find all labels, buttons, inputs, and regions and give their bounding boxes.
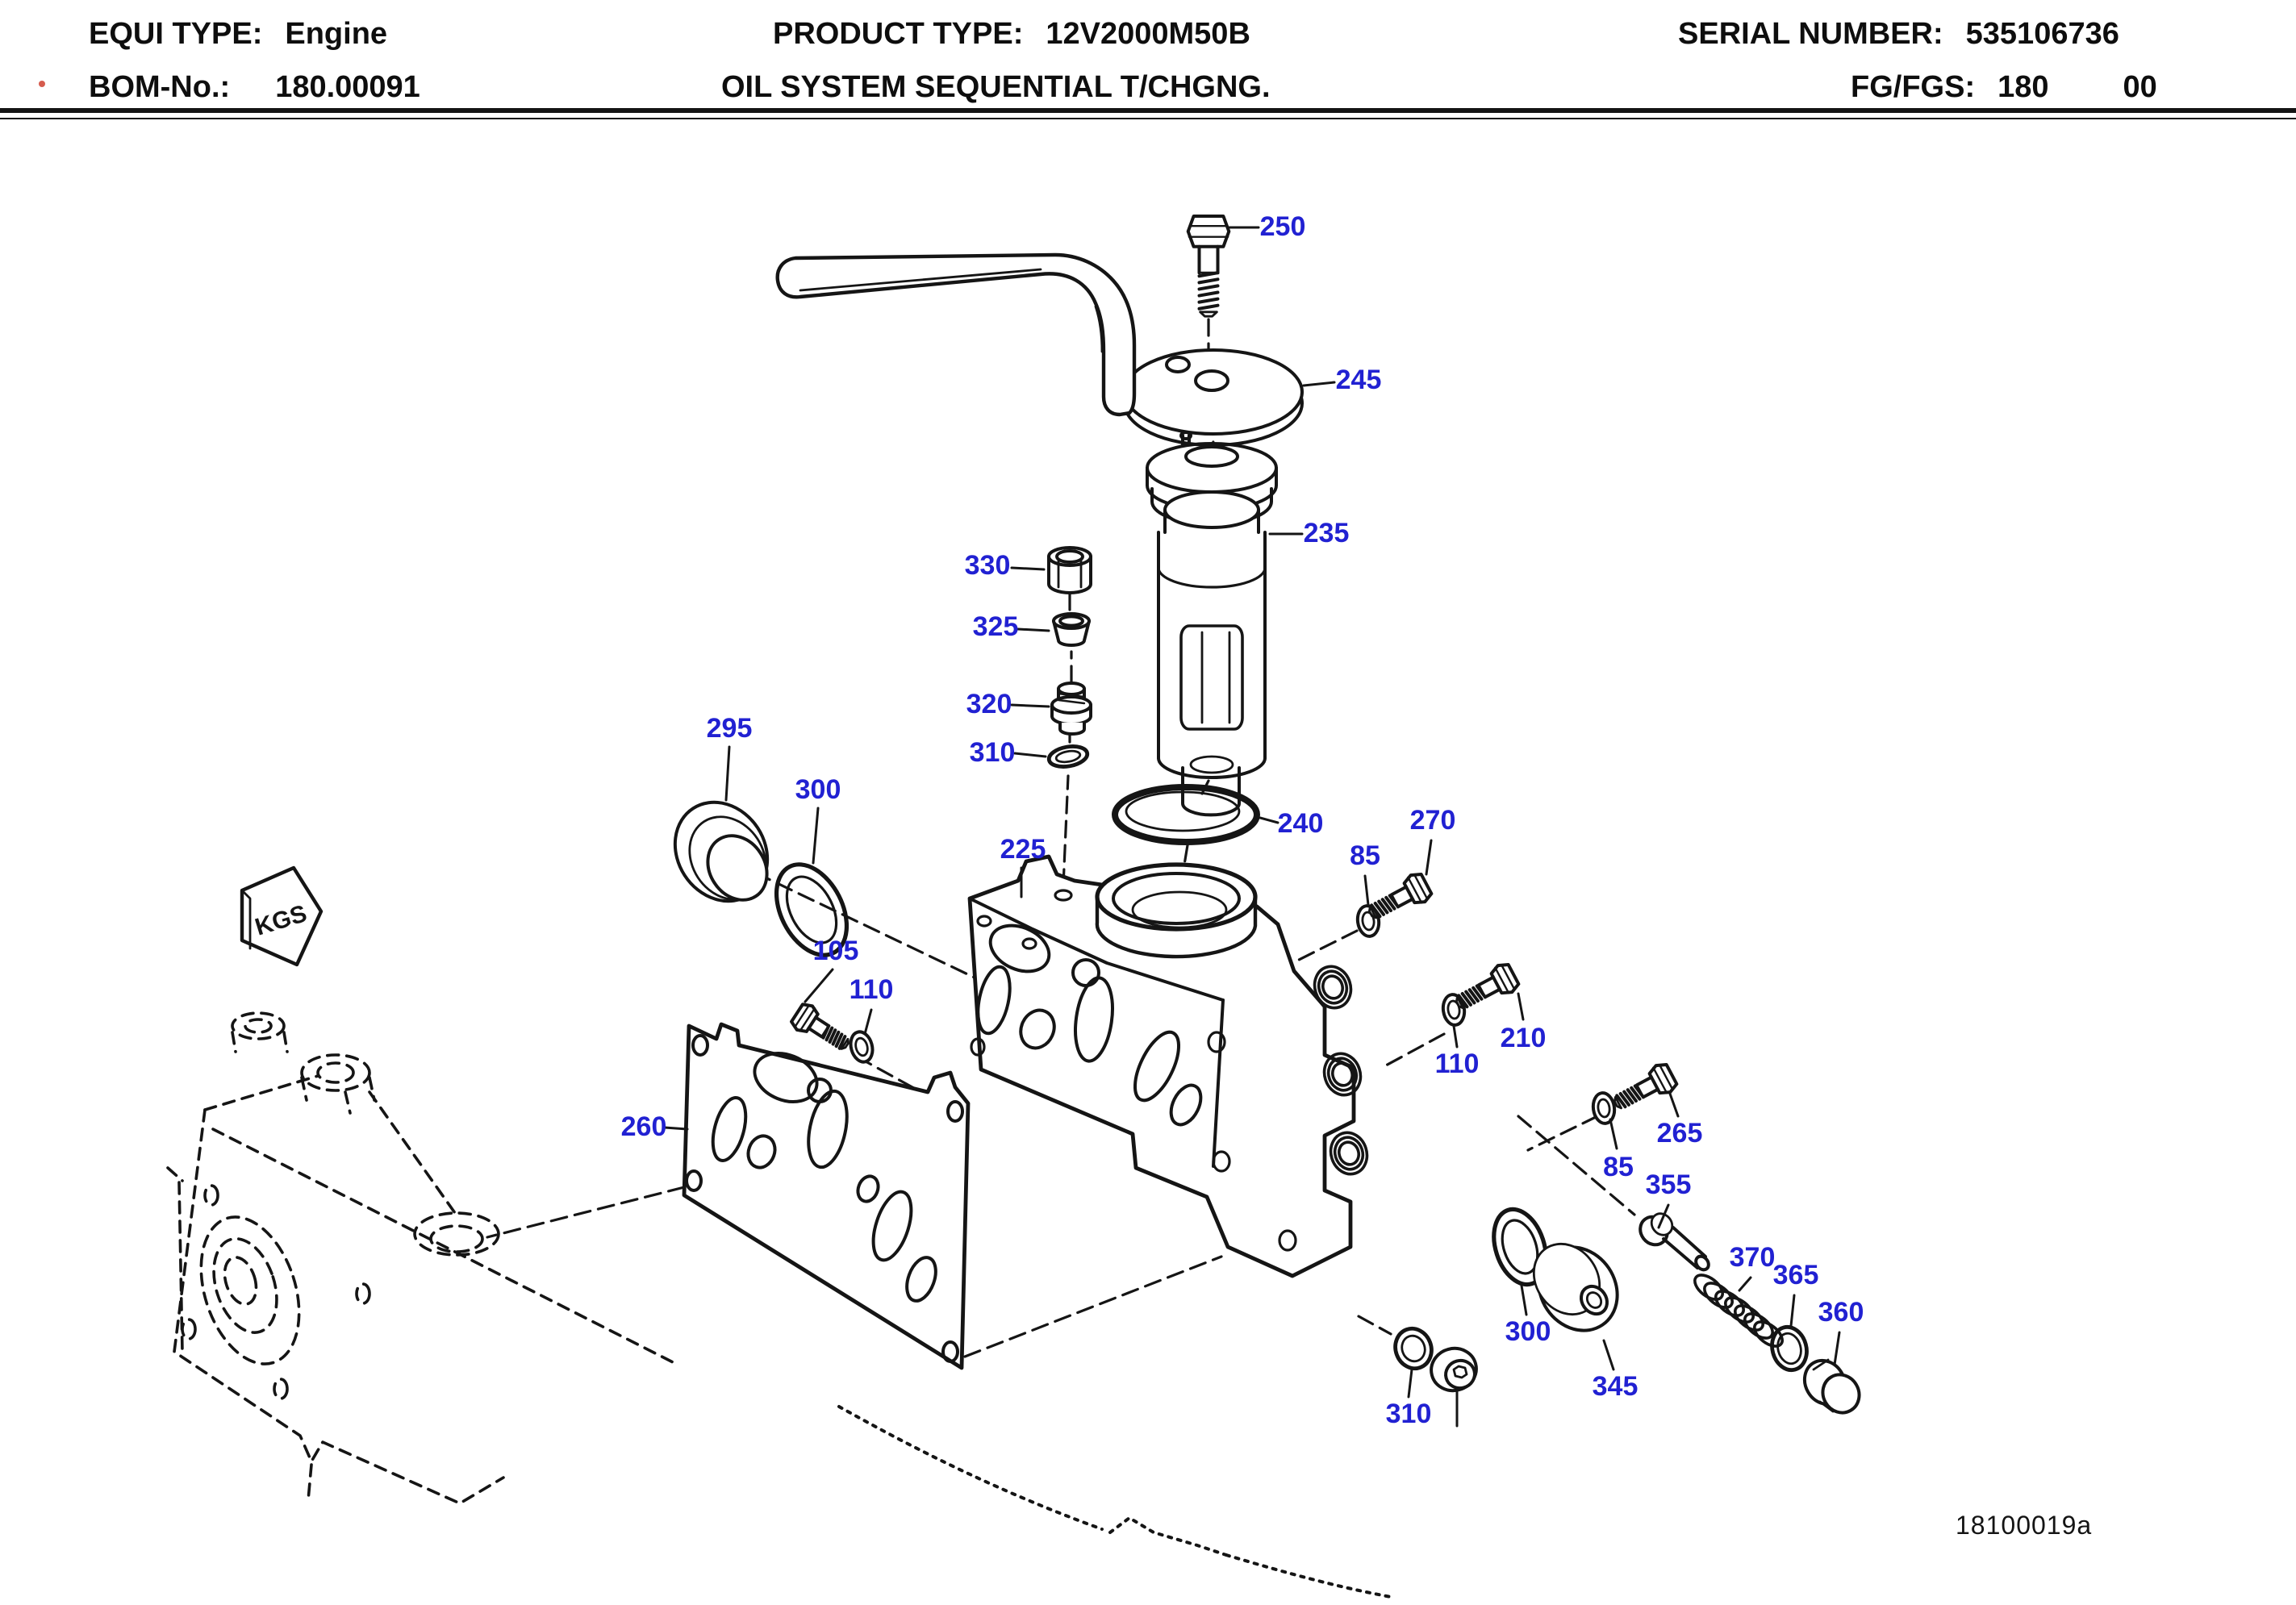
part-label-260: 260	[620, 1111, 667, 1142]
part-label-325: 325	[972, 611, 1019, 642]
engine-housing-dotted-contours	[839, 1407, 1391, 1597]
part-label-210: 210	[1500, 1023, 1547, 1053]
seal-ring-300-bottom	[1485, 1203, 1555, 1291]
part-label-85: 85	[1350, 840, 1380, 871]
assembly-axis-lines	[487, 319, 1634, 1357]
valve-screw-355	[1634, 1210, 1711, 1273]
product-type-value: 12V2000M50B	[1046, 18, 1250, 52]
plug-360	[1797, 1353, 1866, 1419]
bom-label: BOM-No.:	[89, 71, 231, 105]
fitting-320	[1052, 683, 1091, 734]
product-type: PRODUCT TYPE: 12V2000M50B	[773, 18, 1250, 53]
part-label-330: 330	[964, 550, 1011, 581]
o-ring-310-top	[1047, 744, 1088, 769]
bom-value: 180.00091	[275, 71, 420, 105]
equi-type-value: Engine	[285, 18, 388, 52]
part-label-110: 110	[849, 974, 894, 1005]
valve-body-225	[970, 857, 1372, 1276]
washer-85-upper	[1354, 903, 1383, 940]
page-title: OIL SYSTEM SEQUENTIAL T/CHGNG.	[721, 71, 1271, 105]
holder-lever-245	[778, 255, 1302, 445]
bolt-265	[1607, 1059, 1680, 1119]
serial-number: SERIAL NUMBER: 535106736	[1678, 18, 2119, 53]
header-rule-thin	[0, 118, 2296, 119]
part-label-85: 85	[1603, 1152, 1634, 1182]
part-label-235: 235	[1303, 518, 1350, 548]
part-label-240: 240	[1277, 808, 1324, 839]
fg-value: 180	[1998, 71, 2049, 105]
product-type-label: PRODUCT TYPE:	[773, 18, 1024, 52]
fg-label: FG/FGS:	[1851, 71, 1976, 105]
part-label-265: 265	[1656, 1118, 1703, 1149]
part-label-310: 310	[1385, 1399, 1432, 1429]
scan-artifact-dot	[39, 81, 45, 87]
part-label-300: 300	[1505, 1316, 1551, 1347]
seal-ring-300-left	[762, 853, 861, 966]
equi-type-label: EQUI TYPE:	[89, 18, 263, 52]
gasket-260	[684, 1024, 968, 1368]
fgs-value: 00	[2123, 71, 2157, 105]
part-label-110: 110	[1434, 1048, 1480, 1079]
part-label-370: 370	[1729, 1242, 1776, 1273]
part-label-365: 365	[1772, 1260, 1819, 1290]
washer-110-left	[845, 1028, 878, 1066]
part-label-250: 250	[1259, 211, 1306, 242]
part-label-310: 310	[969, 737, 1016, 768]
part-label-345: 345	[1592, 1371, 1639, 1402]
part-label-295: 295	[706, 713, 753, 744]
part-label-270: 270	[1409, 805, 1456, 836]
o-ring-240	[1115, 787, 1257, 842]
part-label-300: 300	[795, 774, 841, 805]
serial-number-label: SERIAL NUMBER:	[1678, 18, 1943, 52]
bolt-105	[787, 999, 856, 1059]
nut-330	[1049, 548, 1091, 593]
spring-370	[1690, 1270, 1786, 1351]
equi-type: EQUI TYPE: Engine	[89, 18, 387, 53]
seal-325	[1054, 614, 1089, 645]
socket-plug-bottom	[1426, 1344, 1481, 1396]
fg-fgs: FG/FGS: 180 00	[1851, 71, 2157, 106]
engine-housing-dashed	[168, 1013, 678, 1503]
plug-345	[1521, 1232, 1634, 1346]
kgs-arrow	[242, 868, 321, 965]
part-label-355: 355	[1645, 1169, 1692, 1200]
drawing-number: 18100019a	[1956, 1513, 2093, 1540]
washer-85-lower	[1589, 1090, 1618, 1127]
ring-365	[1768, 1323, 1812, 1374]
plug-295	[657, 785, 786, 919]
bolt-250	[1188, 216, 1229, 316]
part-label-360: 360	[1818, 1297, 1864, 1328]
serial-number-value: 535106736	[1965, 18, 2119, 52]
part-label-105: 105	[812, 936, 859, 966]
leader-lines	[665, 227, 1839, 1426]
part-label-320: 320	[966, 689, 1012, 719]
control-piston-235	[1147, 432, 1276, 815]
header-rule-thick	[0, 108, 2296, 113]
part-label-225: 225	[1000, 834, 1046, 865]
threaded-ports	[1309, 961, 1372, 1178]
o-ring-310-bottom	[1390, 1324, 1437, 1374]
bom-no: BOM-No.: 180.00091	[89, 71, 420, 106]
part-label-245: 245	[1335, 365, 1382, 395]
